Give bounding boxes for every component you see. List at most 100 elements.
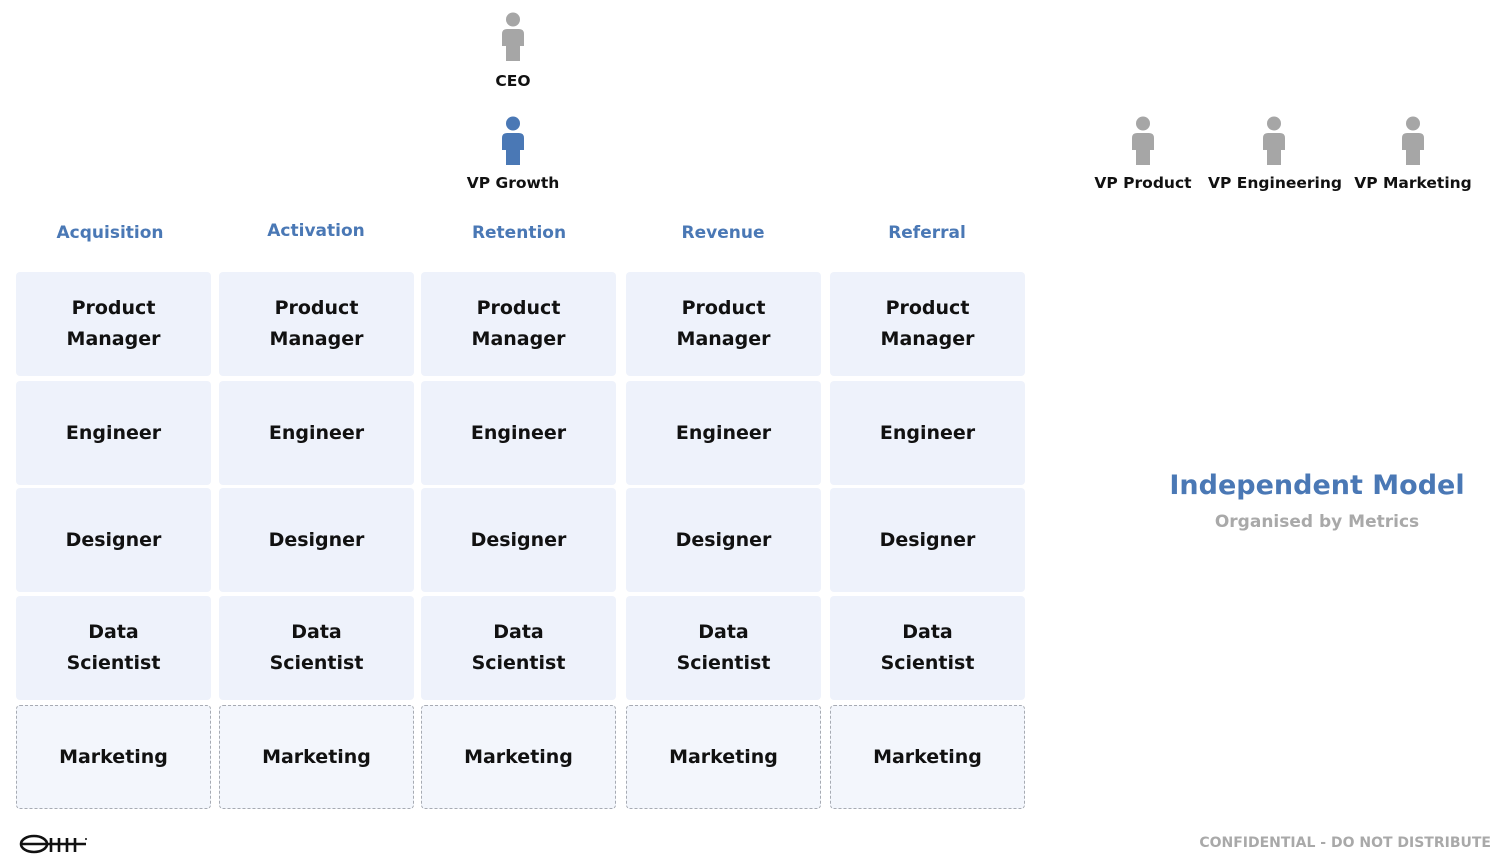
vp-engineering-person-icon	[1259, 116, 1289, 168]
role-label-line1: Designer	[675, 528, 772, 551]
role-label: Designer	[471, 525, 567, 556]
role-label-line2: Manager	[269, 328, 364, 350]
role-label-line1: Marketing	[669, 745, 778, 768]
vp-growth-person-icon	[498, 116, 528, 168]
role-label-line2: Scientist	[66, 652, 161, 674]
role-label-line2: Manager	[676, 328, 771, 350]
role-label-line1: Designer	[65, 528, 162, 551]
role-label-line1: Data	[291, 621, 342, 643]
role-label: Engineer	[269, 418, 364, 449]
role-label: Marketing	[59, 742, 168, 773]
role-cell-revenue-designer: Designer	[626, 488, 821, 592]
role-label-line2: Scientist	[880, 652, 975, 674]
role-label-line1: Marketing	[873, 745, 982, 768]
role-label-line1: Data	[493, 621, 544, 643]
role-cell-acquisition-designer: Designer	[16, 488, 211, 592]
role-label: Designer	[880, 525, 976, 556]
role-label-line1: Marketing	[464, 745, 573, 768]
role-cell-activation-designer: Designer	[219, 488, 414, 592]
role-label-line1: Engineer	[879, 421, 976, 444]
role-label-line1: Marketing	[262, 745, 371, 768]
role-cell-referral-designer: Designer	[830, 488, 1025, 592]
role-cell-referral-marketing: Marketing	[830, 705, 1025, 809]
role-label-line1: Designer	[470, 528, 567, 551]
role-label: Engineer	[66, 418, 161, 449]
role-label-line2: Scientist	[676, 652, 771, 674]
column-header-referral: Referral	[888, 223, 966, 243]
role-label-line2: Manager	[66, 328, 161, 350]
role-label: Marketing	[669, 742, 778, 773]
column-header-retention: Retention	[471, 223, 567, 243]
role-cell-retention-marketing: Marketing	[421, 705, 616, 809]
role-cell-referral-engineer: Engineer	[830, 381, 1025, 485]
role-label-line1: Data	[88, 621, 139, 643]
role-cell-retention-designer: Designer	[421, 488, 616, 592]
ceo-person-icon	[498, 12, 528, 64]
role-label-line1: Designer	[879, 528, 976, 551]
role-cell-acquisition-engineer: Engineer	[16, 381, 211, 485]
vp-marketing-person-icon	[1398, 116, 1428, 168]
role-label-line1: Engineer	[65, 421, 162, 444]
role-cell-revenue-engineer: Engineer	[626, 381, 821, 485]
column-header-revenue: Revenue	[681, 223, 765, 243]
role-label: Marketing	[464, 742, 573, 773]
role-cell-activation-marketing: Marketing	[219, 705, 414, 809]
role-label-line2: Manager	[880, 328, 975, 350]
role-label-line1: Product	[476, 297, 561, 319]
role-label-line1: Data	[698, 621, 749, 643]
role-label: Engineer	[880, 418, 975, 449]
vp-product-label: VP Product	[1094, 174, 1192, 192]
model-subtitle: Organised by Metrics	[1214, 512, 1420, 532]
vp-marketing-label: VP Marketing	[1354, 174, 1472, 192]
role-cell-retention-engineer: Engineer	[421, 381, 616, 485]
role-label: Marketing	[262, 742, 371, 773]
ceo-label: CEO	[495, 72, 531, 90]
role-label-line2: Manager	[471, 328, 566, 350]
column-header-acquisition: Acquisition	[56, 223, 164, 243]
model-title: Independent Model	[1169, 470, 1465, 501]
role-label-line1: Engineer	[470, 421, 567, 444]
vp-engineering-label: VP Engineering	[1208, 174, 1342, 192]
confidential-notice: CONFIDENTIAL - DO NOT DISTRIBUTE	[1199, 835, 1491, 851]
role-label: Designer	[66, 525, 162, 556]
column-header-activation: Activation	[267, 221, 365, 241]
role-label: Marketing	[873, 742, 982, 773]
role-label: Designer	[269, 525, 365, 556]
role-label-line2: Scientist	[471, 652, 566, 674]
role-label: Designer	[676, 525, 772, 556]
role-label-line1: Product	[274, 297, 359, 319]
role-label-line1: Product	[71, 297, 156, 319]
role-cell-revenue-marketing: Marketing	[626, 705, 821, 809]
company-logo-icon	[18, 830, 90, 856]
role-label-line1: Engineer	[268, 421, 365, 444]
role-label-line1: Marketing	[59, 745, 168, 768]
role-cell-acquisition-marketing: Marketing	[16, 705, 211, 809]
role-label-line1: Designer	[268, 528, 365, 551]
role-label-line1: Product	[681, 297, 766, 319]
role-cell-activation-engineer: Engineer	[219, 381, 414, 485]
role-label-line1: Product	[885, 297, 970, 319]
role-label-line2: Scientist	[269, 652, 364, 674]
role-label-line1: Engineer	[675, 421, 772, 444]
role-label: Engineer	[471, 418, 566, 449]
vp-growth-label: VP Growth	[466, 174, 560, 192]
